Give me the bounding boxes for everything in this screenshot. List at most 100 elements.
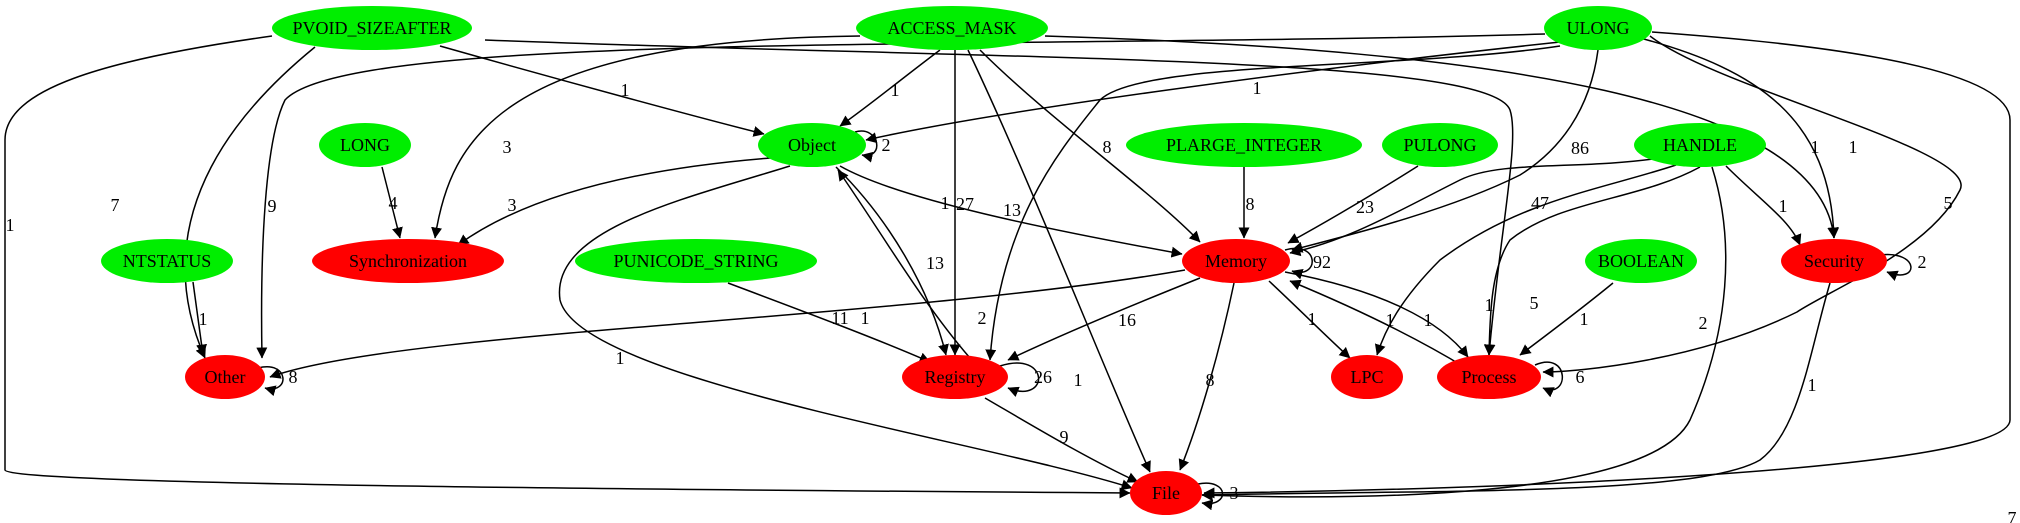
node-synchronization[interactable]: Synchronization <box>312 239 504 283</box>
edge-line <box>1289 157 1661 257</box>
edge-label: 1 <box>1424 310 1433 330</box>
node-punicode-string[interactable]: PUNICODE_STRING <box>575 239 817 283</box>
edge-object-to-file: 1 <box>558 165 1133 491</box>
edge-label: 86 <box>1571 138 1589 158</box>
edge-line <box>839 49 941 127</box>
edge-line <box>269 269 1186 379</box>
node-memory[interactable]: Memory <box>1182 239 1290 283</box>
node-ulong[interactable]: ULONG <box>1544 6 1652 50</box>
edge-line <box>1007 277 1201 361</box>
node-shape <box>1331 355 1403 399</box>
edge-access-mask-to-memory: 8 <box>979 49 1201 243</box>
node-lpc[interactable]: LPC <box>1331 355 1403 399</box>
edge-access-mask-to-registry: 27 <box>949 50 974 356</box>
edge-line <box>1519 282 1614 356</box>
edge-ulong-to-other: 9 <box>256 33 1546 359</box>
node-label: NTSTATUS <box>123 251 212 271</box>
node-shape <box>272 6 472 50</box>
node-label: HANDLE <box>1663 135 1737 155</box>
edge-security-to-security: 2 <box>1879 252 1927 281</box>
edge-label: 1 <box>6 215 15 235</box>
node-shape <box>575 239 817 283</box>
edge-ulong-to-file: 7 <box>1203 31 2017 523</box>
node-label: PLARGE_INTEGER <box>1166 135 1322 155</box>
edge-memory-to-lpc: 1 <box>1268 280 1351 359</box>
node-shape <box>856 6 1048 50</box>
edge-label: 1 <box>1849 137 1858 157</box>
node-shape <box>1126 123 1362 167</box>
edge-pvoid-sizeafter-to-other: 7 <box>111 46 316 359</box>
node-shape <box>319 123 411 167</box>
edge-line <box>839 165 1183 258</box>
edge-registry-to-registry: 26 <box>999 362 1052 398</box>
edge-line <box>1178 282 1235 471</box>
edge-ulong-to-object: 1 <box>865 41 1561 144</box>
edge-label: 2 <box>978 308 987 328</box>
edge-handle-to-memory: 47 <box>1289 157 1661 257</box>
edge-label: 4 <box>389 193 398 213</box>
edge-pvoid-sizeafter-to-file: 1 <box>4 35 1131 499</box>
edge-label: 3 <box>508 195 517 215</box>
edge-label: 1 <box>861 308 870 328</box>
edge-label: 1 <box>199 309 208 329</box>
edge-label: 8 <box>1103 137 1112 157</box>
node-plarge-integer[interactable]: PLARGE_INTEGER <box>1126 123 1362 167</box>
edge-label: 9 <box>1060 427 1069 447</box>
node-long[interactable]: LONG <box>319 123 411 167</box>
node-shape <box>1382 123 1498 167</box>
edge-line <box>1201 282 1831 501</box>
node-security[interactable]: Security <box>1781 239 1887 283</box>
node-access-mask[interactable]: ACCESS_MASK <box>856 6 1048 50</box>
edge-line <box>1197 482 1224 511</box>
edge-memory-to-process: 1 <box>1284 271 1469 358</box>
edge-line <box>1374 164 1677 356</box>
node-registry[interactable]: Registry <box>902 355 1008 399</box>
edge-label: 1 <box>1074 370 1083 390</box>
node-process[interactable]: Process <box>1437 355 1541 399</box>
edge-object-to-memory: 1 <box>839 165 1183 258</box>
node-shape <box>101 239 233 283</box>
edge-label: 13 <box>926 253 944 273</box>
edge-line <box>1483 166 1701 356</box>
edge-label: 16 <box>1118 310 1136 330</box>
edge-pvoid-sizeafter-to-object: 1 <box>439 45 765 137</box>
edge-label: 47 <box>1531 193 1549 213</box>
edge-line <box>484 39 1514 356</box>
edge-registry-to-file: 9 <box>984 397 1139 483</box>
edge-line <box>1879 253 1912 281</box>
node-shape <box>1585 239 1697 283</box>
node-shape <box>185 355 265 399</box>
node-file[interactable]: File <box>1130 471 1202 515</box>
edge-line <box>1201 166 1727 501</box>
edge-memory-to-other: 2 <box>269 269 1186 379</box>
node-label: PULONG <box>1403 135 1476 155</box>
edge-ulong-to-registry: 13 <box>985 45 1561 361</box>
node-label: Object <box>788 135 836 155</box>
edge-line <box>967 49 1151 473</box>
edge-label: 1 <box>1485 295 1494 315</box>
edge-label: 1 <box>621 80 630 100</box>
edge-line <box>1542 35 1962 378</box>
edge-pvoid-sizeafter-to-process <box>484 39 1514 356</box>
node-boolean[interactable]: BOOLEAN <box>1585 239 1697 283</box>
edge-line <box>257 366 284 397</box>
edge-line <box>1284 271 1469 358</box>
edge-access-mask-to-file: 1 <box>967 49 1151 473</box>
edge-label: 13 <box>1003 200 1021 220</box>
node-handle[interactable]: HANDLE <box>1634 123 1766 167</box>
node-label: ACCESS_MASK <box>887 18 1016 38</box>
node-pvoid-sizeafter[interactable]: PVOID_SIZEAFTER <box>272 6 472 50</box>
node-shape <box>1182 239 1290 283</box>
node-object[interactable]: Object <box>758 123 866 167</box>
edge-handle-to-security: 1 <box>1725 165 1802 246</box>
edge-pulong-to-memory: 23 <box>1287 165 1419 244</box>
edge-line <box>835 166 949 356</box>
node-pulong[interactable]: PULONG <box>1382 123 1498 167</box>
node-other[interactable]: Other <box>185 355 265 399</box>
node-ntstatus[interactable]: NTSTATUS <box>101 239 233 283</box>
edge-label: 6 <box>1576 367 1585 387</box>
node-shape <box>1130 471 1202 515</box>
edge-label: 5 <box>1530 293 1539 313</box>
